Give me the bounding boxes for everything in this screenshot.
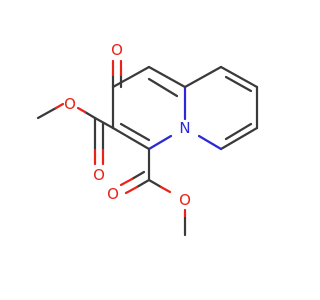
- bond: [224, 122, 253, 141]
- bond: [224, 75, 253, 93]
- bond: [147, 134, 173, 151]
- bond: [119, 122, 151, 142]
- atom-label-o: O: [64, 95, 76, 113]
- atom-label-o: O: [93, 166, 105, 184]
- bond: [159, 185, 172, 194]
- bond: [76, 106, 87, 114]
- bond: [111, 126, 151, 151]
- atom-o-ester1-ether: O: [64, 95, 76, 113]
- bond: [147, 65, 187, 89]
- bond: [124, 185, 139, 195]
- bond: [130, 170, 146, 181]
- bond: [147, 178, 163, 189]
- molecule-canvas: N O O O O O: [36, 41, 259, 237]
- atom-label-o: O: [179, 191, 191, 209]
- atom-o-ester1-carbonyl: O: [93, 166, 105, 184]
- bond: [111, 65, 151, 89]
- atom-o-ester2-ether: O: [179, 191, 191, 209]
- bond: [83, 110, 97, 120]
- bond: [119, 177, 134, 187]
- bond: [219, 65, 259, 89]
- bond: [135, 178, 151, 189]
- bond: [183, 65, 223, 89]
- bond: [147, 77, 179, 98]
- atom-label-n: N: [179, 119, 190, 137]
- bond: [197, 134, 223, 151]
- atom-n1: N: [178, 119, 192, 137]
- atom-o-ester2-carbonyl: O: [107, 185, 119, 203]
- bond: [54, 102, 65, 110]
- atom-o-keto: O: [111, 41, 123, 59]
- bond: [36, 106, 58, 120]
- bond: [219, 126, 259, 151]
- atom-label-o: O: [111, 41, 123, 59]
- molecule-structure: N O O O O O: [36, 41, 259, 237]
- atom-label-o: O: [107, 185, 119, 203]
